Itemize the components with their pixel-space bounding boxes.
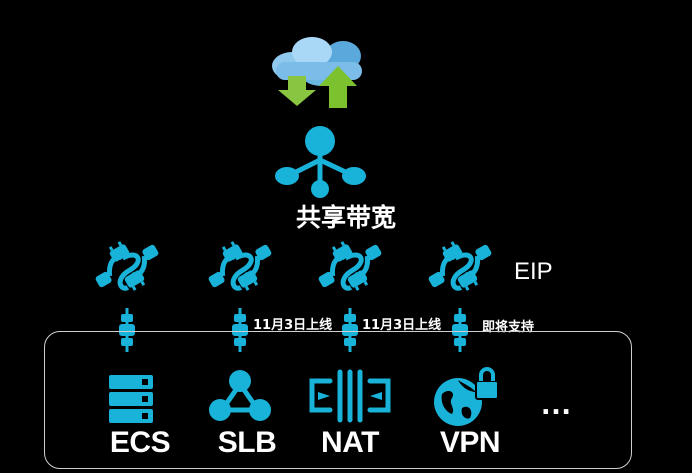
service-label-ecs: ECS	[109, 426, 171, 459]
diagram-title: 共享带宽	[295, 203, 396, 232]
eip-label: EIP	[514, 258, 553, 285]
service-label-vpn: VPN	[439, 426, 501, 459]
note-nat: 11月3日上线	[362, 318, 442, 333]
note-slb: 11月3日上线	[253, 318, 333, 333]
services-panel	[44, 331, 632, 469]
service-label-slb: SLB	[217, 426, 277, 459]
more-ellipsis: …	[540, 385, 576, 421]
service-label-nat: NAT	[321, 426, 379, 459]
